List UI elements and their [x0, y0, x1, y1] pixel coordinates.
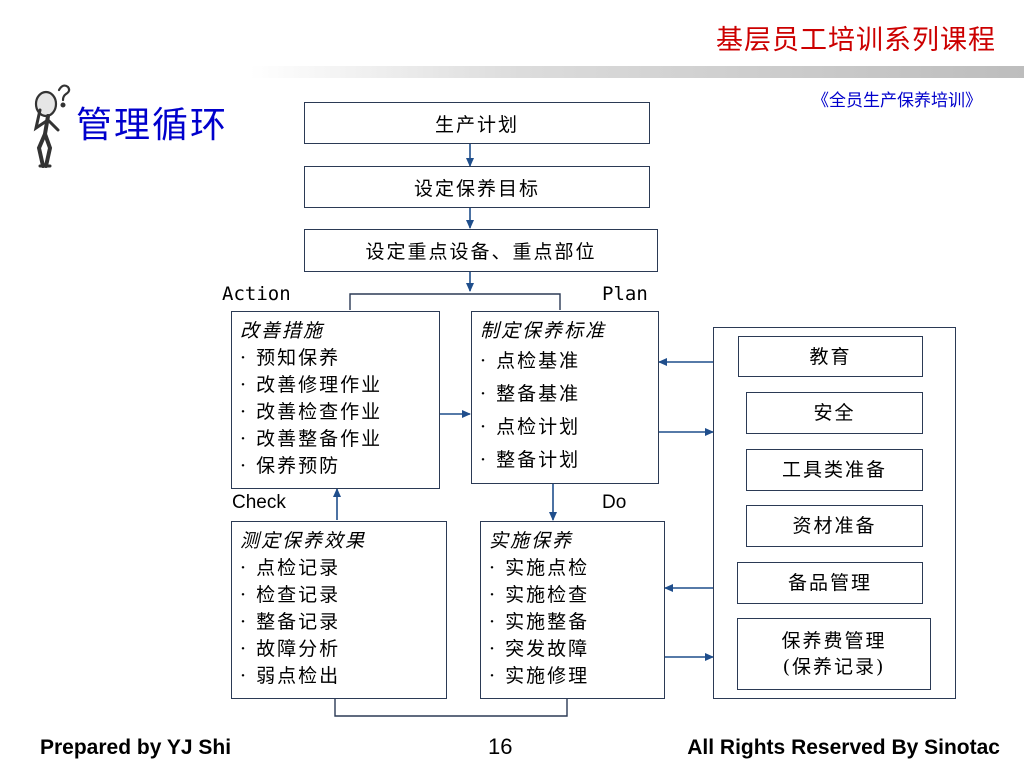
do-item: 实施修理	[489, 663, 656, 690]
support-cost-line2: (保养记录)	[782, 656, 886, 678]
action-item: 改善检查作业	[240, 399, 431, 426]
plan-item: 点检基准	[480, 345, 650, 378]
check-item: 检查记录	[240, 582, 438, 609]
support-cost-management: 保养费管理 (保养记录)	[737, 618, 931, 690]
label-plan: Plan	[602, 283, 648, 305]
action-item: 预知保养	[240, 345, 431, 372]
action-heading: 改善措施	[240, 320, 325, 342]
plan-item: 点检计划	[480, 411, 650, 444]
label-do: Do	[602, 492, 627, 513]
action-item: 保养预防	[240, 453, 431, 480]
label-check: Check	[232, 492, 286, 513]
plan-item: 整备基准	[480, 378, 650, 411]
flow-box-production-plan: 生产计划	[304, 102, 650, 144]
check-item: 点检记录	[240, 555, 438, 582]
flow-step-2-label: 设定保养目标	[413, 177, 540, 200]
check-item: 整备记录	[240, 609, 438, 636]
support-tools-label: 工具类准备	[781, 459, 887, 481]
support-spares: 备品管理	[737, 562, 923, 604]
support-education-label: 教育	[809, 345, 852, 368]
flow-box-key-equipment: 设定重点设备、重点部位	[304, 229, 658, 272]
plan-box: 制定保养标准 点检基准 整备基准 点检计划 整备计划	[471, 311, 659, 484]
support-spares-label: 备品管理	[787, 572, 872, 594]
action-item: 改善整备作业	[240, 426, 431, 453]
thinking-figure-icon	[33, 84, 71, 168]
header-gradient-bar	[250, 66, 1024, 78]
page-title: 管理循环	[76, 105, 229, 146]
check-box: 测定保养效果 点检记录 检查记录 整备记录 故障分析 弱点检出	[231, 521, 447, 699]
flow-step-3-label: 设定重点设备、重点部位	[365, 241, 597, 263]
plan-heading: 制定保养标准	[480, 320, 607, 342]
plan-item: 整备计划	[480, 444, 650, 477]
flow-step-1-label: 生产计划	[434, 113, 519, 136]
do-heading: 实施保养	[489, 530, 574, 552]
support-safety-label: 安全	[813, 402, 856, 424]
support-education: 教育	[738, 336, 923, 377]
support-cost-line1: 保养费管理	[781, 630, 887, 652]
support-materials: 资材准备	[746, 505, 923, 547]
do-item: 实施点检	[489, 555, 656, 582]
support-safety: 安全	[746, 392, 923, 434]
do-box: 实施保养 实施点检 实施检查 实施整备 突发故障 实施修理	[480, 521, 665, 699]
action-item: 改善修理作业	[240, 372, 431, 399]
check-item: 弱点检出	[240, 663, 438, 690]
series-title: 基层员工培训系列课程	[716, 25, 996, 56]
course-subtitle: 《全员生产保养培训》	[812, 91, 982, 111]
label-action: Action	[222, 283, 291, 305]
footer-rights: All Rights Reserved By Sinotac	[687, 736, 1000, 759]
footer-prepared-by: Prepared by YJ Shi	[40, 736, 232, 759]
support-tools: 工具类准备	[746, 449, 923, 491]
action-box: 改善措施 预知保养 改善修理作业 改善检查作业 改善整备作业 保养预防	[231, 311, 440, 489]
support-materials-label: 资材准备	[792, 515, 877, 537]
check-item: 故障分析	[240, 636, 438, 663]
flow-box-maintenance-target: 设定保养目标	[304, 166, 650, 208]
page-number: 16	[488, 734, 513, 759]
do-item: 实施检查	[489, 582, 656, 609]
do-item: 实施整备	[489, 609, 656, 636]
do-item: 突发故障	[489, 636, 656, 663]
check-heading: 测定保养效果	[240, 530, 367, 552]
